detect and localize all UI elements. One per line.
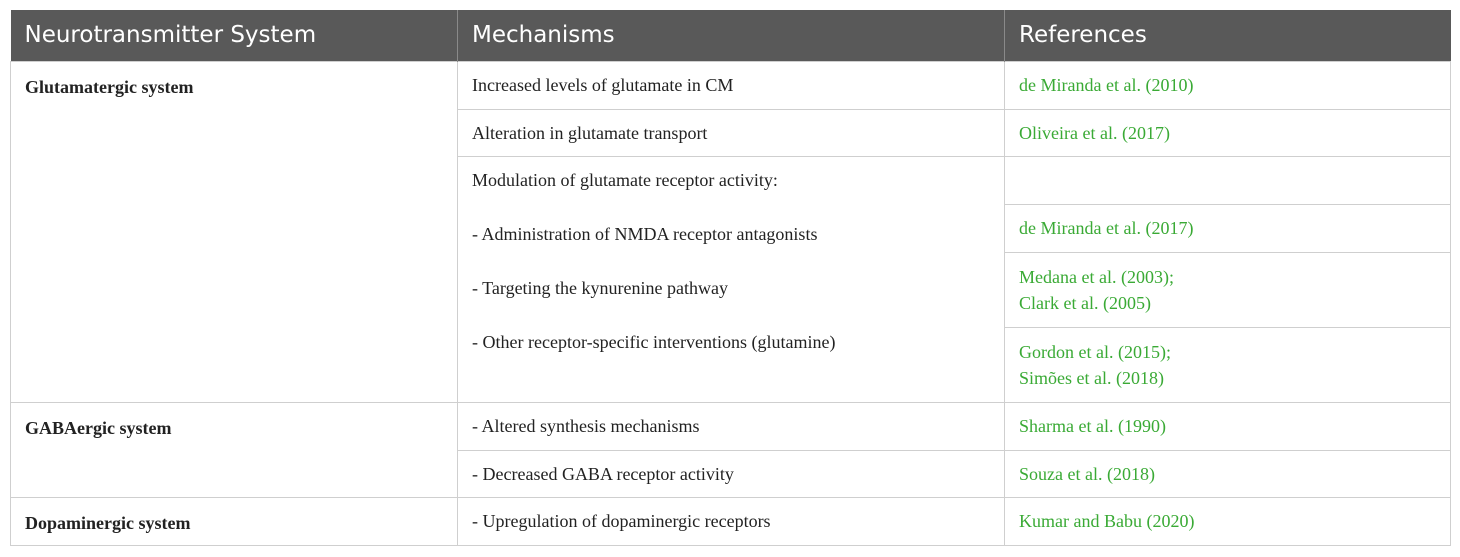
mechanism-cell: Increased levels of glutamate in CM <box>457 60 1005 110</box>
reference-cell: Gordon et al. (2015); Simões et al. (201… <box>1004 326 1451 403</box>
table-row: Gordon et al. (2015); Simões et al. (201… <box>11 326 1451 403</box>
reference-link[interactable]: Medana et al. (2003); <box>1019 266 1174 287</box>
reference-link[interactable]: Gordon et al. (2015); <box>1019 341 1171 362</box>
table-row: Dopaminergic system - Upregulation of do… <box>10 496 1451 546</box>
mechanism-cell: Alteration in glutamate transport <box>457 108 1005 157</box>
reference-link[interactable]: de Miranda et al. (2017) <box>1004 203 1451 253</box>
header-system: Neurotransmitter System <box>10 10 458 61</box>
reference-link[interactable]: Sharma et al. (1990) <box>1004 401 1451 451</box>
reference-link[interactable]: Kumar and Babu (2020) <box>1004 496 1451 546</box>
mechanism-subitem: - Other receptor-specific interventions … <box>472 331 836 352</box>
reference-link[interactable]: Souza et al. (2018) <box>1004 449 1451 498</box>
mechanism-cell-modulation: Modulation of glutamate receptor activit… <box>457 155 1005 403</box>
table-row: - Decreased GABA receptor activity Souza… <box>11 449 1451 498</box>
table-row: Alteration in glutamate transport Olivei… <box>11 108 1451 157</box>
header-mechanisms: Mechanisms <box>457 10 1005 61</box>
table-row: GABAergic system - Altered synthesis mec… <box>10 401 1451 498</box>
reference-link[interactable]: de Miranda et al. (2010) <box>1004 60 1451 110</box>
neurotransmitter-table: Neurotransmitter System Mechanisms Refer… <box>10 10 1451 546</box>
reference-link[interactable]: Clark et al. (2005) <box>1019 292 1151 313</box>
table-row: de Miranda et al. (2017) <box>11 203 1451 253</box>
mechanism-cell: - Altered synthesis mechanisms <box>457 401 1005 451</box>
mechanism-subitem: - Targeting the kynurenine pathway <box>472 277 728 298</box>
header-references: References <box>1004 10 1451 61</box>
mechanism-title: Modulation of glutamate receptor activit… <box>472 169 778 190</box>
mechanism-cell: - Decreased GABA receptor activity <box>457 449 1005 498</box>
mechanism-cell: - Upregulation of dopaminergic receptors <box>457 496 1005 546</box>
table-row: Medana et al. (2003); Clark et al. (2005… <box>11 251 1451 328</box>
table-row: Glutamatergic system Increased levels of… <box>10 60 1451 403</box>
system-glutamatergic: Glutamatergic system <box>10 60 458 403</box>
reference-link[interactable]: Oliveira et al. (2017) <box>1004 108 1451 157</box>
header-row: Neurotransmitter System Mechanisms Refer… <box>10 10 1451 61</box>
system-dopaminergic: Dopaminergic system <box>10 496 458 546</box>
reference-link[interactable]: Simões et al. (2018) <box>1019 367 1164 388</box>
reference-empty <box>1004 155 1451 205</box>
system-gabaergic: GABAergic system <box>10 401 458 498</box>
reference-cell: Medana et al. (2003); Clark et al. (2005… <box>1004 251 1451 328</box>
mechanism-subitem: - Administration of NMDA receptor antago… <box>472 223 818 244</box>
